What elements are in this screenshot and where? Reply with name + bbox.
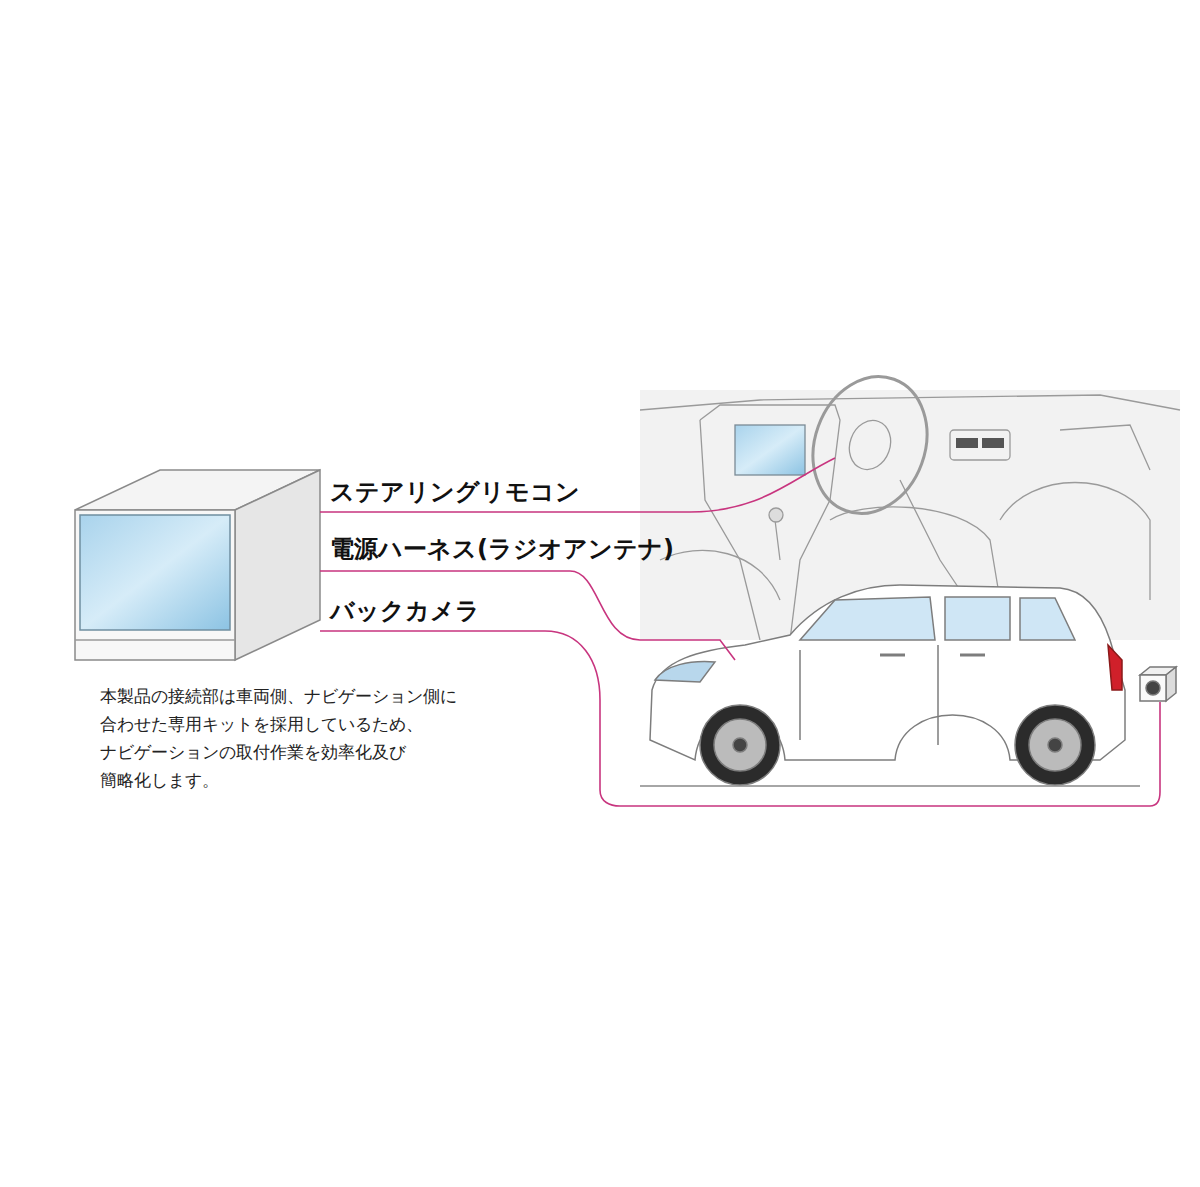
wire-label: 電源ハーネス(ラジオアンテナ) xyxy=(330,535,674,563)
wire-label: ステアリングリモコン xyxy=(330,478,580,506)
interior-sketch xyxy=(640,360,1180,640)
back-camera xyxy=(1140,667,1176,701)
description-note: 本製品の接続部は車両側、ナビゲーション側に 合わせた専用キットを採用しているため… xyxy=(100,682,500,794)
car-illustration xyxy=(640,585,1140,786)
connection-wires xyxy=(320,458,1160,806)
navigation-unit xyxy=(75,470,320,660)
wire-label: バックカメラ xyxy=(330,597,480,625)
